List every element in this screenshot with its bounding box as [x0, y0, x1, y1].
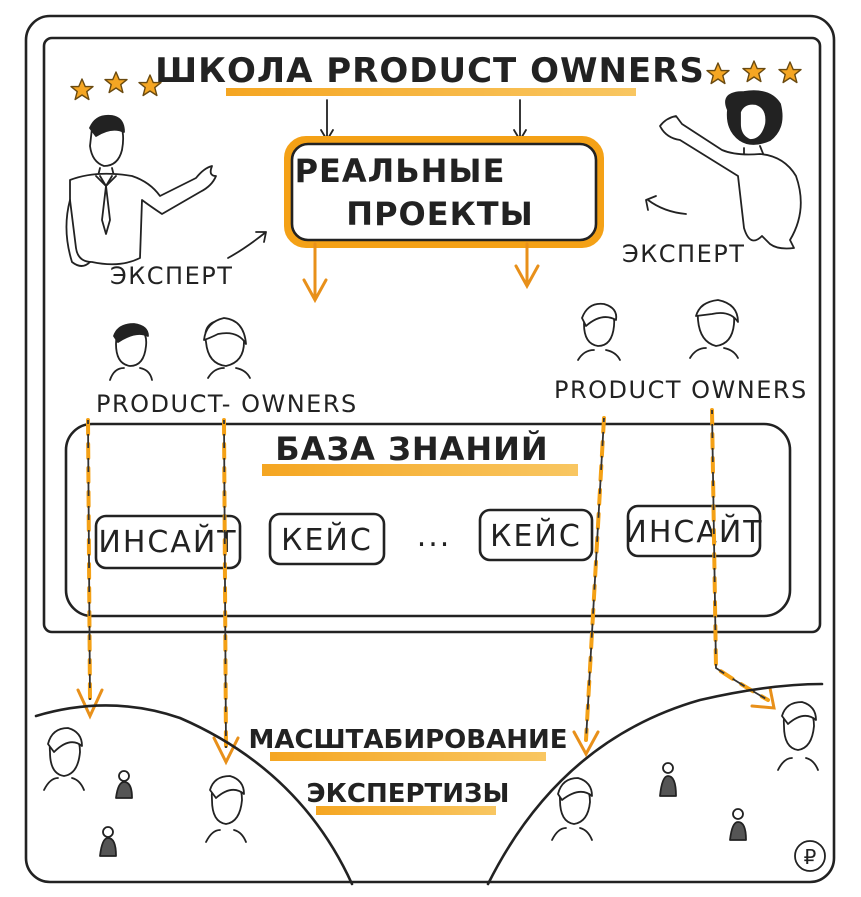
scaling-line-1: МАСШТАБИРОВАНИЕ: [248, 725, 567, 755]
knowledge-base-box: [64, 422, 792, 618]
stars-right: [706, 60, 802, 85]
kb-item-label: ИНСАЙТ: [624, 514, 763, 550]
currency-symbol: ₽: [804, 845, 817, 869]
currency-badge: [794, 840, 826, 872]
title-arrow-right: [513, 99, 527, 141]
kb-item-label: КЕЙС: [490, 518, 582, 554]
expert-right-figure: [659, 90, 802, 250]
flow-lines: [86, 408, 770, 750]
school-frame: [42, 36, 822, 634]
kb-item-box: [268, 512, 386, 566]
audience-people: [43, 701, 819, 857]
knowledge-title-highlight: [262, 464, 578, 476]
po-right-avatars: [577, 299, 739, 361]
knowledge-title: БАЗА ЗНАНИЙ: [275, 430, 548, 468]
outer-frame: [24, 14, 836, 884]
expert-right-label: ЭКСПЕРТ: [622, 240, 745, 268]
projects-line-1: РЕАЛЬНЫЕ: [295, 152, 506, 190]
kb-item-box: [94, 514, 242, 570]
projects-line-2: ПРОЕКТЫ: [346, 195, 533, 233]
kb-item-box: [478, 508, 594, 562]
po-left-avatars: [109, 317, 251, 381]
po-right-label: PRODUCT OWNERS: [554, 376, 808, 404]
kb-item-label: ИНСАЙТ: [98, 524, 237, 560]
projects-arrow-right: [514, 242, 540, 290]
hill-left: [34, 704, 354, 886]
page-title: ШКОЛА PRODUCT OWNERS: [155, 51, 705, 91]
expert-left-label: ЭКСПЕРТ: [110, 262, 233, 290]
projects-arrow-left: [302, 242, 328, 304]
scaling-highlight-2: [316, 806, 496, 815]
scaling-line-2: ЭКСПЕРТИЗЫ: [307, 779, 510, 809]
projects-box-glow: [284, 136, 604, 248]
expert-right-arrow: [645, 195, 687, 215]
title-highlight: [226, 88, 636, 96]
expert-left-arrow: [227, 231, 267, 259]
title-arrow-left: [320, 99, 334, 141]
projects-box: [290, 142, 598, 242]
scaling-highlight-1: [270, 752, 546, 761]
expert-left-figure: [65, 114, 217, 267]
hill-right: [486, 682, 824, 886]
po-left-label: PRODUCT- OWNERS: [96, 390, 358, 418]
kb-ellipsis: ...: [417, 519, 452, 554]
kb-item-box: [626, 504, 762, 558]
stars-left: [70, 71, 162, 101]
kb-item-label: КЕЙС: [281, 522, 373, 558]
